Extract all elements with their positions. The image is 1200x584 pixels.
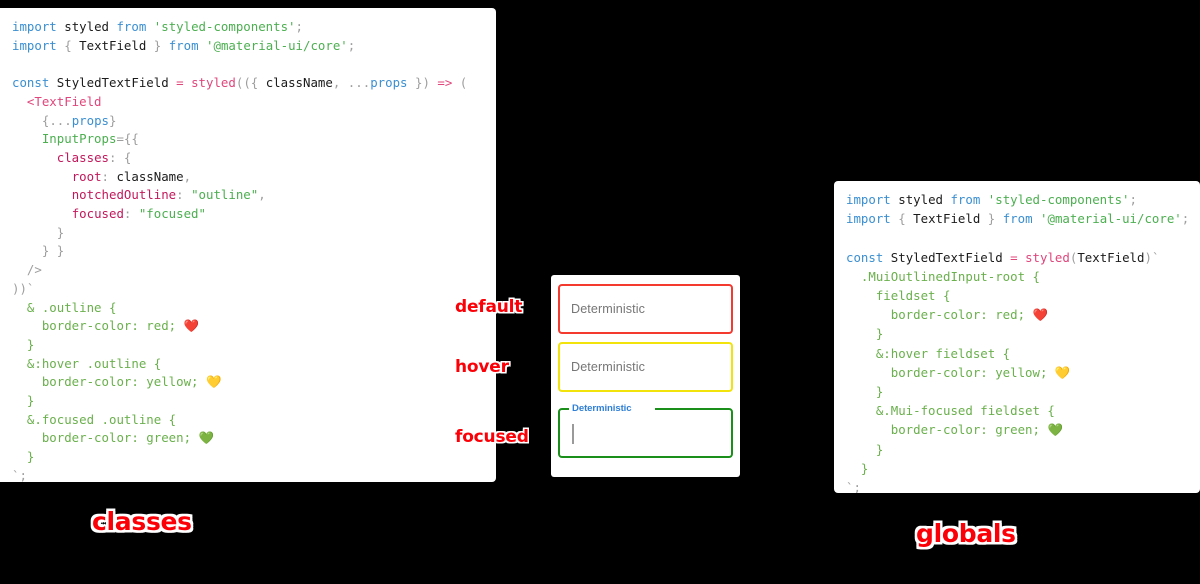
textfield-hover[interactable]: Deterministic bbox=[558, 342, 733, 392]
textfield-focused-label: Deterministic bbox=[569, 403, 635, 414]
code-panel-classes: import styled from 'styled-components'; … bbox=[0, 8, 496, 482]
textfield-focused[interactable]: Deterministic bbox=[558, 403, 733, 458]
caption-globals: globals bbox=[916, 519, 1016, 548]
code-block-classes[interactable]: import styled from 'styled-components'; … bbox=[12, 19, 468, 482]
annotation-default: default bbox=[455, 297, 523, 317]
textfield-default[interactable]: Deterministic bbox=[558, 284, 733, 334]
annotation-hover: hover bbox=[455, 357, 509, 377]
textfield-hover-placeholder: Deterministic bbox=[571, 360, 646, 374]
code-panel-globals: import styled from 'styled-components'; … bbox=[834, 181, 1200, 493]
text-caret bbox=[572, 424, 574, 444]
textfield-demo-card: Deterministic Deterministic Deterministi… bbox=[551, 275, 740, 477]
caption-classes: classes bbox=[92, 507, 192, 536]
annotation-focused: focused bbox=[455, 427, 529, 447]
textfield-default-placeholder: Deterministic bbox=[571, 302, 646, 316]
code-block-globals[interactable]: import styled from 'styled-components'; … bbox=[846, 192, 1190, 493]
